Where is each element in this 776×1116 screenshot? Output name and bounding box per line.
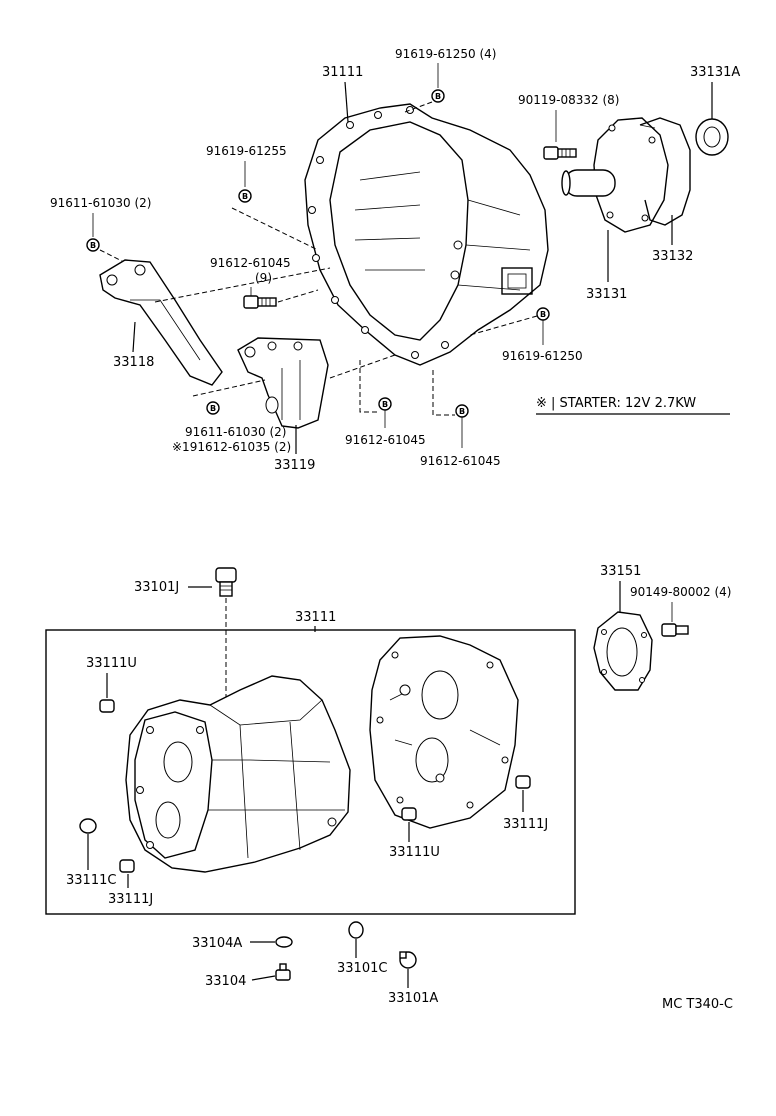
label-31111-top: 31111 — [322, 65, 363, 80]
label-33132: 33132 — [652, 249, 693, 264]
svg-text:B: B — [459, 407, 465, 416]
oil-seal-33131A — [695, 118, 729, 156]
label-90149-80002-4: 90149-80002 (4) — [630, 585, 732, 599]
label-91612-61045-c: 91612-61045 — [420, 454, 501, 468]
label-33101C: 33101C — [337, 961, 387, 976]
label-33104A: 33104A — [192, 936, 242, 951]
diagram-code: MC T340-C — [662, 997, 733, 1012]
starter-note: ※ | STARTER: 12V 2.7KW — [536, 396, 730, 415]
bolt-90149-80002 — [661, 623, 689, 637]
label-33111: 33111 — [295, 610, 336, 625]
bolt-marker-b: B — [536, 307, 550, 321]
label-33111J-a: 33111J — [503, 817, 548, 832]
label-33104: 33104 — [205, 974, 246, 989]
plug-33101A — [399, 951, 417, 969]
label-33111J-b: 33111J — [108, 892, 153, 907]
label-91612-61045-b: 91612-61045 — [345, 433, 426, 447]
bolt-marker-b: B — [378, 397, 392, 411]
bracket-33119 — [237, 337, 329, 429]
svg-text:B: B — [382, 400, 388, 409]
dowel-33111U-b — [401, 807, 417, 821]
plug-33101J — [215, 567, 237, 597]
dowel-33111J-b — [119, 859, 135, 873]
svg-text:B: B — [435, 92, 441, 101]
dowel-33111J-a — [515, 775, 531, 789]
plug-33101C — [348, 921, 364, 939]
bell-housing-31111 — [304, 103, 549, 366]
bolt-marker-b: B — [238, 189, 252, 203]
label-33111U-a: 33111U — [86, 656, 137, 671]
svg-text:B: B — [242, 192, 248, 201]
svg-text:B: B — [210, 404, 216, 413]
label-91612-61045: 91612-61045 — [210, 256, 291, 270]
label-91619-61250-4: 91619-61250 (4) — [395, 47, 497, 61]
retainer-33131 — [561, 117, 669, 233]
label-33111C: 33111C — [66, 873, 116, 888]
label-91619-61250: 91619-61250 — [502, 349, 583, 363]
label-91611-61030-2b: 91611-61030 (2) — [185, 425, 287, 439]
label-90119-08332-8: 90119-08332 (8) — [518, 93, 620, 107]
starter-note-text: ※ | STARTER: 12V 2.7KW — [536, 396, 696, 411]
intermediate-plate-right — [369, 635, 519, 829]
bolt-marker-b: B — [86, 238, 100, 252]
label-33151: 33151 — [600, 564, 641, 579]
label-91612-61035-2: ※191612-61035 (2) — [172, 440, 291, 454]
label-91612-61045-qty: (9) — [255, 271, 272, 285]
label-33101J: 33101J — [134, 580, 179, 595]
svg-text:B: B — [540, 310, 546, 319]
label-91611-61030-2: 91611-61030 (2) — [50, 196, 152, 210]
dowel-33111U-a — [99, 699, 115, 713]
bolt-91612-61045 — [243, 295, 277, 309]
label-33131: 33131 — [586, 287, 627, 302]
label-91619-61255: 91619-61255 — [206, 144, 287, 158]
plug-33111C — [79, 818, 97, 834]
plug-33104A — [275, 936, 293, 948]
bolt-marker-b: B — [431, 89, 445, 103]
bracket-33118 — [99, 259, 223, 386]
bolt-marker-b: B — [455, 404, 469, 418]
assembly-frame — [45, 629, 576, 915]
label-33119: 33119 — [274, 458, 315, 473]
svg-text:B: B — [90, 241, 96, 250]
label-33111U-b: 33111U — [389, 845, 440, 860]
label-33118: 33118 — [113, 355, 154, 370]
retainer-33151 — [593, 611, 653, 691]
plug-33104 — [275, 963, 291, 981]
gasket-33132 — [639, 117, 691, 226]
label-33101A: 33101A — [388, 991, 438, 1006]
transmission-case-left — [125, 675, 351, 873]
label-33131A: 33131A — [690, 65, 740, 80]
bolt-90119-08332 — [543, 146, 577, 160]
bolt-marker-b: B — [206, 401, 220, 415]
